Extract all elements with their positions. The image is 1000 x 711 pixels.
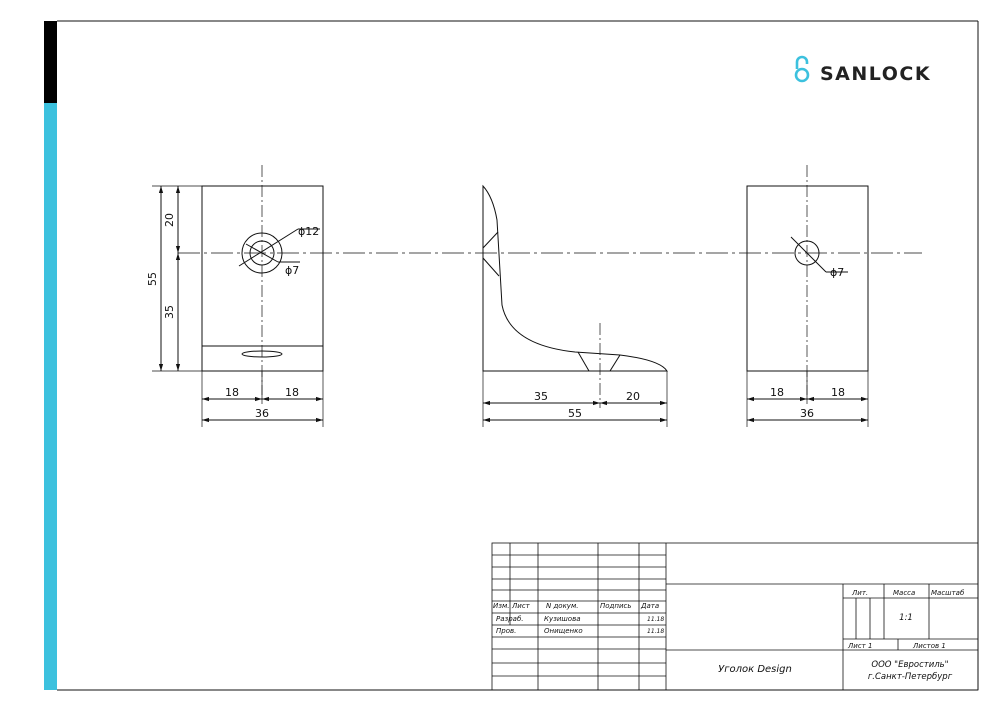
tb-col-izm: Изм. xyxy=(493,602,509,610)
tb-checked-date: 11.18 xyxy=(647,628,664,635)
front-dim-width: 36 xyxy=(255,407,269,420)
padlock-icon xyxy=(794,55,810,83)
back-dim-width: 36 xyxy=(800,407,814,420)
tb-developer: Кузишова xyxy=(544,615,581,623)
front-dim-bottom: 35 xyxy=(163,305,176,319)
front-hole-inner-label: ϕ7 xyxy=(285,264,299,277)
tb-col-doc: N докум. xyxy=(546,602,578,610)
side-dim-a: 35 xyxy=(534,390,548,403)
front-dim-height: 55 xyxy=(146,272,159,286)
front-dim-half-left: 18 xyxy=(225,386,239,399)
tb-lit-label: Лит. xyxy=(851,589,868,597)
back-dim-half-right: 18 xyxy=(831,386,845,399)
tb-scale-label: Масштаб xyxy=(931,589,965,597)
front-dim-half-right: 18 xyxy=(285,386,299,399)
side-dim-length: 55 xyxy=(568,407,582,420)
front-hole-outer-label: ϕ12 xyxy=(298,225,319,238)
title-block xyxy=(491,542,979,691)
back-hole xyxy=(794,240,820,266)
front-hole-inner xyxy=(249,240,275,266)
back-view xyxy=(746,165,869,427)
tb-sheet: Лист 1 xyxy=(847,642,872,650)
side-view xyxy=(482,184,668,427)
front-hole-outer xyxy=(241,232,283,274)
stripe-black xyxy=(44,21,57,103)
tb-row-developed: Разраб. xyxy=(496,615,524,623)
front-dim-top: 20 xyxy=(163,213,176,227)
back-hole-label: ϕ7 xyxy=(830,266,844,279)
tb-col-sign: Подпись xyxy=(600,602,632,610)
tb-sheets: Листов 1 xyxy=(912,642,946,650)
side-dim-b: 20 xyxy=(626,390,640,403)
tb-mass-label: Масса xyxy=(893,589,915,597)
tb-company: ООО "Евростиль" xyxy=(871,660,948,670)
tb-col-list: Лист xyxy=(511,602,531,610)
tb-developed-date: 11.18 xyxy=(647,616,664,623)
front-view xyxy=(152,165,324,427)
tb-row-checked: Пров. xyxy=(496,627,516,635)
tb-city: г.Санкт-Петербург xyxy=(868,672,953,682)
stripe-accent xyxy=(44,103,57,690)
tb-scale-value: 1:1 xyxy=(899,613,913,623)
brand-name: SANLOCK xyxy=(820,63,931,85)
sanlock-logo: SANLOCK xyxy=(794,55,931,85)
tb-checker: Онищенко xyxy=(544,627,583,635)
tb-col-date: Дата xyxy=(640,602,659,610)
back-dim-half-left: 18 xyxy=(770,386,784,399)
tb-part-name: Уголок Design xyxy=(718,664,792,675)
